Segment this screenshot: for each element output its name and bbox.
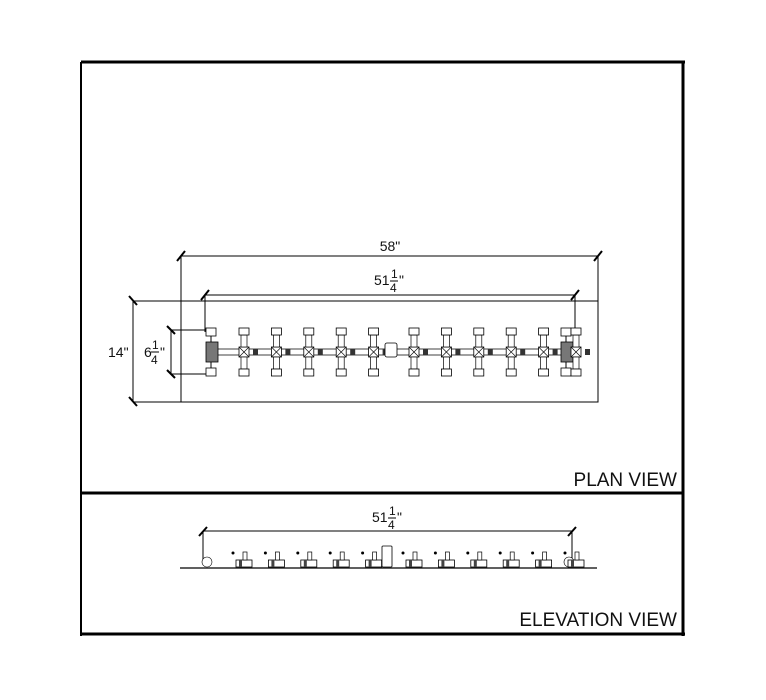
gas-inlet-elevation <box>381 545 393 568</box>
dimension-elevation-length <box>198 526 577 560</box>
burner-elevation <box>361 551 383 568</box>
burner-cross <box>408 327 428 377</box>
fire-pit-outline <box>180 300 599 403</box>
svg-text:51: 51 <box>372 509 388 525</box>
burner-assembly-elevation <box>201 545 585 568</box>
svg-text:": " <box>399 272 404 288</box>
elevation-view-title: ELEVATION VIEW <box>519 610 677 631</box>
dimension-overall-width <box>128 295 181 407</box>
burner-cross <box>270 327 291 377</box>
svg-text:1: 1 <box>391 267 398 281</box>
sheet-frame <box>80 60 685 636</box>
plan-view: 58" 51 1 4 " 14" <box>108 238 677 491</box>
end-fitting <box>560 327 574 377</box>
svg-text:51: 51 <box>374 272 390 288</box>
end-fitting <box>205 327 219 377</box>
overall-width-label: 14" <box>108 344 129 360</box>
burner-elevation <box>328 551 350 568</box>
svg-text:": " <box>397 509 402 525</box>
burner-assembly-plan <box>205 327 590 377</box>
plan-view-title: PLAN VIEW <box>574 470 678 491</box>
burner-elevation <box>231 551 253 568</box>
burner-elevation <box>433 551 455 568</box>
svg-text:": " <box>160 344 165 360</box>
burner-cross <box>570 327 590 377</box>
burner-cross <box>303 327 323 377</box>
burner-elevation <box>263 551 285 568</box>
burner-cross <box>440 327 461 377</box>
burner-cross <box>505 327 526 377</box>
svg-text:4: 4 <box>390 281 397 295</box>
svg-text:4: 4 <box>151 353 158 367</box>
burner-cross <box>335 327 356 377</box>
elevation-length-label: 51 1 4 " <box>372 504 402 532</box>
elevation-view: 51 1 4 " ELEVATION VIEW <box>180 504 677 631</box>
burner-elevation <box>531 551 552 568</box>
dimension-burner-width <box>166 325 208 379</box>
gas-inlet <box>384 342 398 358</box>
dimension-overall-length <box>176 250 603 301</box>
dimension-burner-length <box>200 289 580 332</box>
burner-length-label: 51 1 4 " <box>374 267 404 295</box>
svg-text:4: 4 <box>388 518 395 532</box>
burner-elevation <box>466 551 488 568</box>
burner-elevation <box>401 551 423 568</box>
end-cap <box>201 556 213 568</box>
burner-cross <box>238 327 258 377</box>
svg-text:1: 1 <box>152 338 159 352</box>
burner-cross <box>538 327 558 377</box>
svg-text:6: 6 <box>144 344 152 360</box>
burner-cross <box>473 327 493 377</box>
burner-elevation <box>563 551 585 568</box>
burner-elevation <box>296 551 318 568</box>
svg-text:1: 1 <box>389 504 396 518</box>
overall-length-label: 58" <box>380 238 401 254</box>
burner-elevation <box>498 551 520 568</box>
burner-width-label: 6 1 4 " <box>144 338 165 367</box>
